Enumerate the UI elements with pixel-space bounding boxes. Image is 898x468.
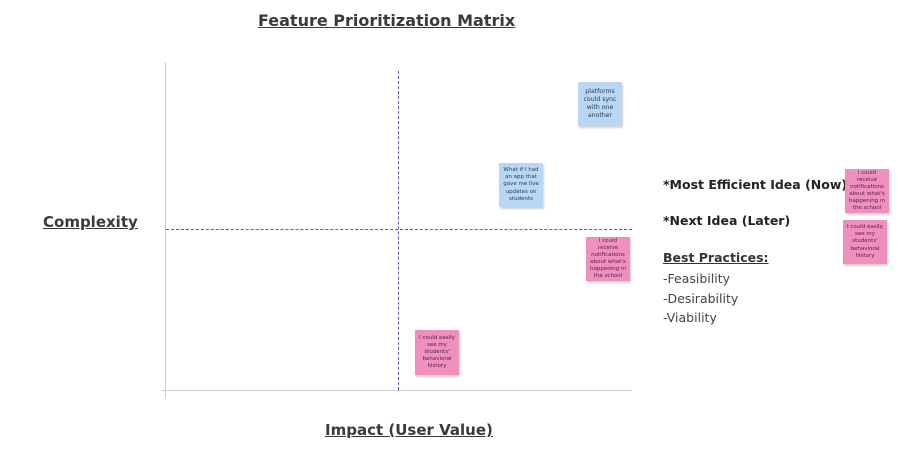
best-practice-feasibility: -Feasibility (663, 271, 731, 286)
horizontal-quadrant-divider (166, 229, 632, 230)
sticky-note-platforms-sync[interactable]: platforms could sync with one another (578, 82, 622, 126)
sticky-note-notifications[interactable]: I could receive notifications about what… (586, 237, 630, 281)
x-axis-label: Impact (User Value) (325, 421, 493, 439)
y-axis-label: Complexity (43, 213, 138, 231)
legend-now-label: *Most Efficient Idea (Now) (663, 177, 848, 192)
best-practice-viability: -Viability (663, 310, 717, 325)
matrix-title: Feature Prioritization Matrix (258, 11, 516, 30)
legend-later-sticky[interactable]: I could easily see my students' behavior… (843, 220, 887, 264)
y-axis-line (165, 62, 166, 398)
vertical-quadrant-divider (398, 71, 399, 390)
sticky-note-behavioral-history[interactable]: I could easily see my students' behavior… (415, 330, 459, 375)
legend-later-label: *Next Idea (Later) (663, 213, 791, 228)
best-practice-desirability: -Desirability (663, 290, 739, 306)
best-practices-title: Best Practices: (663, 250, 769, 265)
x-axis-line (162, 390, 632, 391)
legend-now-sticky[interactable]: I could receive notifications about what… (845, 169, 889, 213)
best-practices-list: -Feasibility -Desirability -Viability (663, 269, 738, 328)
sticky-note-live-updates[interactable]: What if I had an app that gave me live u… (499, 163, 543, 207)
